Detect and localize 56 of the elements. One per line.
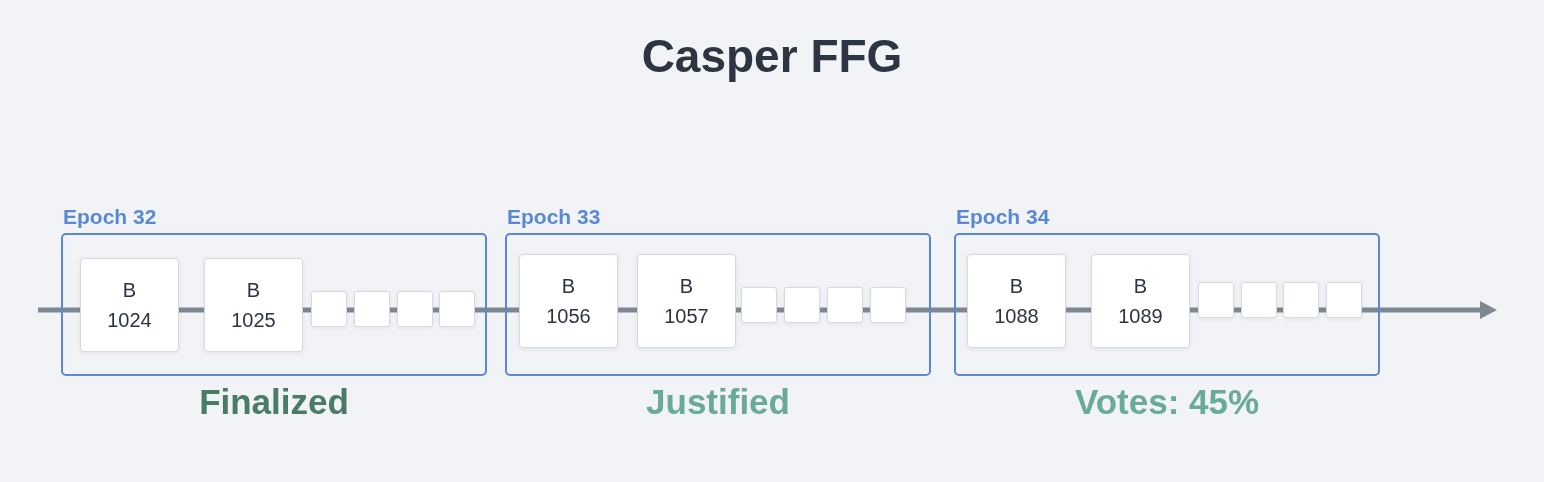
arrow bbox=[1362, 301, 1497, 319]
status-label: Finalized bbox=[199, 381, 349, 423]
block-box bbox=[80, 258, 179, 352]
epoch-label: Epoch 34 bbox=[956, 204, 1050, 229]
block-box bbox=[519, 254, 618, 348]
chain-line bbox=[906, 307, 967, 313]
chain-line bbox=[1277, 307, 1283, 313]
chain-line bbox=[618, 307, 637, 313]
block-letter: B bbox=[1009, 274, 1024, 299]
chain-line bbox=[736, 307, 741, 313]
block-number: 1024 bbox=[107, 308, 152, 333]
block-letter: B bbox=[246, 278, 261, 303]
chain-line bbox=[433, 307, 439, 313]
block-number: 1057 bbox=[664, 304, 709, 329]
chain-line bbox=[475, 307, 519, 313]
chain-line bbox=[38, 307, 80, 313]
block-number: 1056 bbox=[546, 304, 591, 329]
chain-line bbox=[1234, 307, 1241, 313]
empty-block bbox=[354, 291, 390, 327]
status-label: Votes: 45% bbox=[1074, 381, 1260, 423]
block-box bbox=[1091, 254, 1190, 348]
empty-block bbox=[397, 291, 433, 327]
empty-block bbox=[870, 287, 906, 323]
empty-block bbox=[1198, 282, 1234, 318]
block-letter: B bbox=[1133, 274, 1148, 299]
epoch-label: Epoch 33 bbox=[507, 204, 601, 229]
empty-block bbox=[439, 291, 475, 327]
chain-line bbox=[347, 307, 354, 313]
block-box bbox=[637, 254, 736, 348]
block-letter: B bbox=[679, 274, 694, 299]
chain-line bbox=[777, 307, 784, 313]
block-box bbox=[967, 254, 1066, 348]
chain-line bbox=[820, 307, 827, 313]
block-number: 1089 bbox=[1118, 304, 1163, 329]
block-letter: B bbox=[122, 278, 137, 303]
empty-block bbox=[741, 287, 777, 323]
block-number: 1025 bbox=[231, 308, 276, 333]
block-box bbox=[204, 258, 303, 352]
chain-line bbox=[1319, 307, 1326, 313]
chain-line bbox=[390, 307, 397, 313]
empty-block bbox=[1283, 282, 1319, 318]
chain-line bbox=[303, 307, 311, 313]
empty-block bbox=[1241, 282, 1277, 318]
empty-block bbox=[1326, 282, 1362, 318]
empty-block bbox=[827, 287, 863, 323]
epoch-label: Epoch 32 bbox=[63, 204, 157, 229]
chain-line bbox=[179, 307, 204, 313]
status-label: Justified bbox=[646, 381, 790, 423]
block-letter: B bbox=[561, 274, 576, 299]
empty-block bbox=[311, 291, 347, 327]
title: Casper FFG bbox=[641, 29, 903, 84]
block-number: 1088 bbox=[994, 304, 1039, 329]
empty-block bbox=[784, 287, 820, 323]
chain-line bbox=[863, 307, 870, 313]
chain-line bbox=[1066, 307, 1091, 313]
chain-line bbox=[1190, 307, 1198, 313]
